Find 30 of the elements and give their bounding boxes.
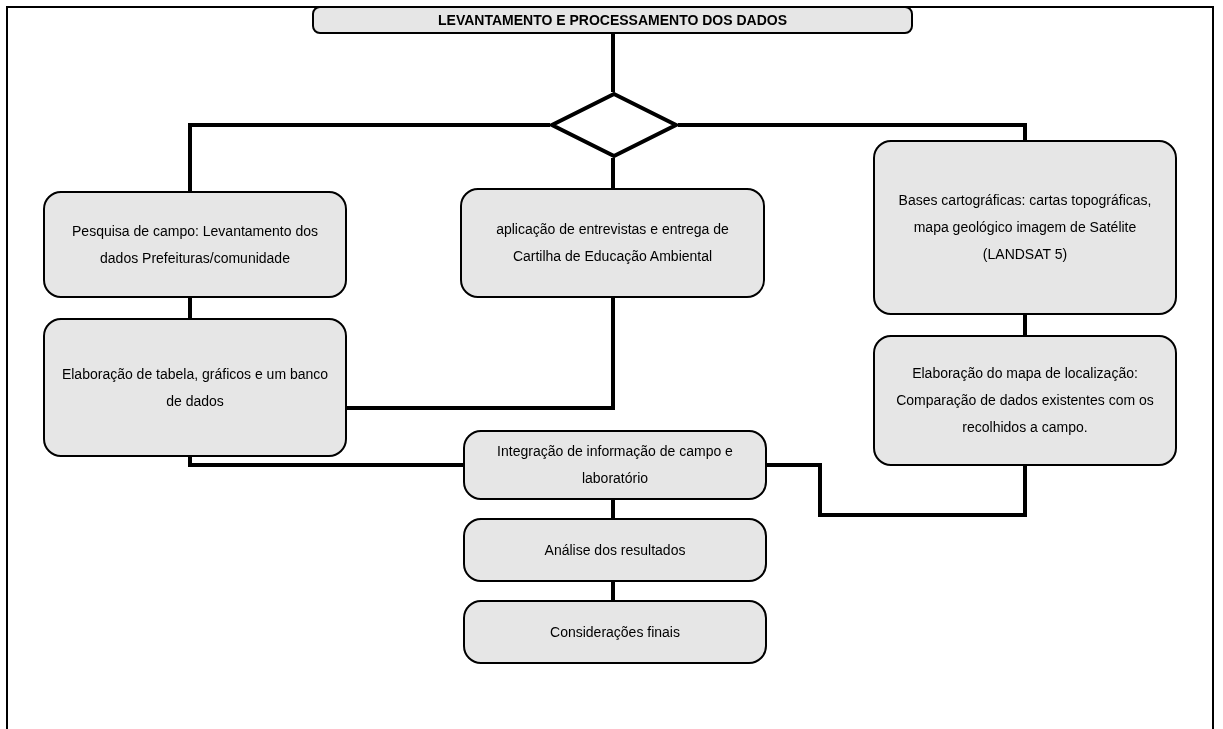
connector-line	[678, 123, 1027, 140]
connector-line	[767, 463, 1027, 517]
decision-diamond	[550, 92, 678, 158]
process-box	[463, 430, 767, 500]
process-text: aplicação de entrevistas e entrega de Cartilha de Educação Ambiental	[495, 220, 730, 266]
process-box	[873, 335, 1177, 466]
process-text: Bases cartográficas: cartas topográficas, mapa geológico imagem de Satélite (LANDSAT 5)	[897, 191, 1153, 264]
title-text: LEVANTAMENTO E PROCESSAMENTO DOS DADOS	[438, 11, 787, 30]
process-box	[463, 600, 767, 664]
process-box	[463, 518, 767, 582]
connector-line	[611, 34, 615, 92]
title-box	[312, 6, 913, 34]
connector-line	[347, 298, 615, 410]
connector-line	[1023, 315, 1027, 335]
process-text: Análise dos resultados	[544, 540, 686, 560]
process-text: Pesquisa de campo: Levantamento dos dados Prefeituras/comunidade	[71, 221, 319, 268]
process-text: Elaboração do mapa de localização: Comparação de dados existentes com os recolhidos a campo.	[895, 364, 1155, 437]
process-box	[43, 191, 347, 298]
connector-line	[188, 123, 550, 191]
process-text: Elaboração de tabela, gráficos e um banco de dados	[60, 364, 330, 411]
connector-line	[188, 298, 192, 318]
process-box	[873, 140, 1177, 315]
connector-line	[611, 500, 615, 518]
process-box	[460, 188, 765, 298]
process-text: Considerações finais	[550, 622, 680, 642]
connector-line	[611, 158, 615, 188]
process-box	[43, 318, 347, 457]
process-text: Integração de informação de campo e laboratório	[496, 442, 734, 488]
connector-line	[188, 457, 463, 467]
connector-line	[611, 582, 615, 600]
